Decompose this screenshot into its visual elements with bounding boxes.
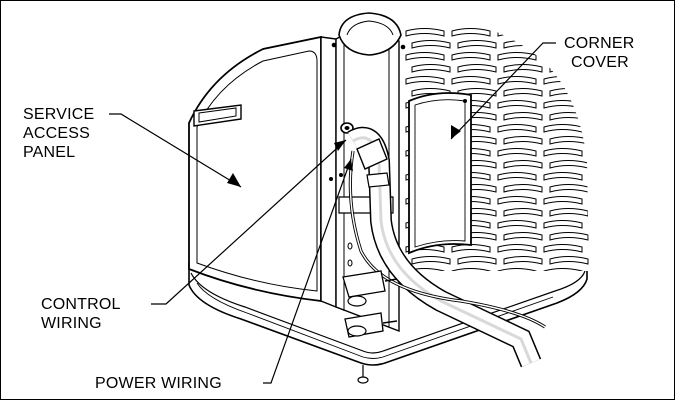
grille-slat [549,232,589,241]
grille-slat [543,244,583,253]
control-wiring-label: CONTROL WIRING [41,295,121,333]
grille-slat [405,28,445,37]
grille-slat [457,256,497,265]
service-access-panel-label: SERVICE ACCESS PANEL [23,105,94,162]
grille-slat [451,268,491,271]
arrowheads [227,125,461,187]
grille-slat [503,160,543,169]
top-cap [338,12,402,56]
grille-slat [457,40,497,49]
grille-slat [503,64,543,73]
grille-slat [503,184,543,193]
wiring-and-valves [329,122,546,368]
grille-slat [549,256,589,265]
grille-slat [451,76,491,85]
label-line: CONTROL [41,296,121,313]
grille-slat [411,256,451,265]
grille-slat [503,232,543,241]
grille-slat [503,208,543,217]
label-line: PANEL [23,144,76,161]
grille-slat [503,88,543,97]
grille-slat [543,148,583,157]
grille-slat [543,196,583,205]
service-access-panel-shape [188,35,322,303]
grille-slat [497,220,537,229]
grille-slat [543,220,583,229]
grille-slat [497,100,537,109]
label-line: ACCESS [23,125,90,142]
grille-slat [503,112,543,121]
grille-slat [405,76,445,85]
grille-slat [497,244,537,253]
power-wiring-label: POWER WIRING [95,375,222,392]
grille-slat [451,52,491,61]
grille-slat [497,196,537,205]
label-line: WIRING [41,315,102,332]
grille-slat [549,208,589,217]
grille-slat [497,172,537,181]
label-line: SERVICE [23,106,95,123]
grille-slat [549,88,589,97]
grille-slat [451,28,491,37]
grille-slat [405,52,445,61]
grille-slat [497,28,537,37]
grille-slat [503,256,543,265]
leader-lines [109,42,556,384]
grille-slat [543,76,583,85]
label-line: CORNER [564,35,635,52]
grille-slat [543,268,583,271]
label-line: COVER [571,54,629,71]
grille-slat [411,64,451,73]
grille-slat [497,124,537,133]
corner-cover-label: CORNER COVER [564,34,635,72]
grille-slat [497,148,537,157]
grille-slat [497,268,537,271]
grille-slat [411,40,451,49]
grille-slat [497,52,537,61]
grille-slat [457,64,497,73]
grille-slat [543,172,583,181]
corner-cover-shape [408,92,472,255]
grille-slat [503,136,543,145]
